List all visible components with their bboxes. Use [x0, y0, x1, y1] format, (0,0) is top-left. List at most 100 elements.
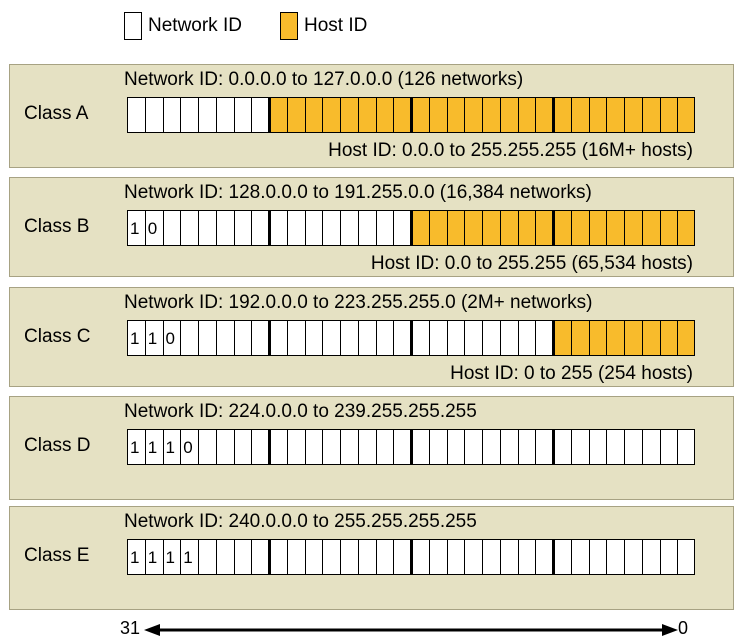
network-bit [340, 539, 358, 575]
host-bit [641, 320, 660, 356]
prefix-bit-digit: 1 [147, 329, 158, 348]
network-bit: 1 [127, 539, 145, 575]
network-bit [304, 539, 323, 575]
host-bit [446, 210, 465, 246]
network-bit [233, 97, 252, 133]
network-bit [517, 539, 536, 575]
legend-host-label: Host ID [304, 15, 368, 36]
network-bit [535, 429, 553, 465]
network-bit [641, 539, 660, 575]
host-bit [411, 210, 429, 246]
host-bit [553, 320, 571, 356]
network-bit [446, 539, 465, 575]
network-id-swatch [124, 12, 142, 40]
prefix-bit-digit: 0 [183, 438, 193, 457]
host-bit [428, 97, 447, 133]
axis-arrowhead-right [662, 624, 678, 636]
host-bit [606, 320, 624, 356]
host-bit [411, 97, 429, 133]
octet-separator [551, 539, 555, 575]
network-bit [606, 429, 624, 465]
network-bit [393, 210, 411, 246]
network-range-label: Network ID: 0.0.0.0 to 127.0.0.0 (126 ne… [124, 69, 524, 90]
network-bit: 1 [127, 429, 145, 465]
host-bit [375, 97, 394, 133]
host-bit [322, 97, 340, 133]
host-bit [570, 320, 589, 356]
network-bit [482, 429, 500, 465]
network-bit [162, 210, 181, 246]
class-label: Class A [24, 103, 89, 124]
network-bit: 1 [144, 320, 163, 356]
network-bit: 0 [144, 210, 163, 246]
network-bit [340, 210, 358, 246]
prefix-bit-digit: 1 [130, 438, 140, 457]
host-bit [535, 97, 553, 133]
octet-separator [409, 320, 413, 356]
network-bit [553, 429, 571, 465]
network-bit [393, 539, 411, 575]
network-bit [411, 429, 429, 465]
network-bit [304, 429, 323, 465]
network-bit [198, 210, 216, 246]
host-bit [517, 97, 536, 133]
axis-arrowhead-left [144, 624, 160, 636]
host-bit [499, 97, 518, 133]
octet-separator [267, 97, 271, 133]
octet-separator [267, 429, 271, 465]
network-bit: 1 [162, 429, 181, 465]
host-bit [659, 97, 678, 133]
host-bit [659, 320, 678, 356]
network-range-label: Network ID: 240.0.0.0 to 255.255.255.255 [124, 511, 477, 532]
network-bit [375, 429, 394, 465]
host-bit [499, 210, 518, 246]
network-bit [570, 539, 589, 575]
network-bit [286, 539, 305, 575]
network-bit [393, 429, 411, 465]
network-bit [357, 320, 376, 356]
network-bit [215, 320, 234, 356]
host-bit [286, 97, 305, 133]
prefix-bit-digit: 1 [130, 548, 140, 567]
axis-left-label: 31 [120, 618, 141, 638]
network-bit [322, 210, 340, 246]
host-bit [517, 210, 536, 246]
network-bit [411, 539, 429, 575]
network-bit [180, 210, 198, 246]
network-bit [499, 539, 518, 575]
network-bit [357, 429, 376, 465]
network-bit: 1 [180, 539, 198, 575]
network-bit [304, 210, 323, 246]
network-bit [446, 429, 465, 465]
network-range-label: Network ID: 192.0.0.0 to 223.255.255.0 (… [124, 292, 593, 313]
network-bit [393, 320, 411, 356]
axis-right-label: 0 [678, 618, 689, 638]
host-range-label: Host ID: 0.0.0 to 255.255.255 (16M+ host… [328, 140, 693, 161]
octet-separator [409, 97, 413, 133]
prefix-bit-digit: 1 [165, 438, 175, 457]
host-range-label: Host ID: 0 to 255 (254 hosts) [450, 363, 693, 384]
network-bit [535, 320, 553, 356]
network-bit [269, 539, 287, 575]
network-bit [127, 97, 145, 133]
network-bit [198, 539, 216, 575]
network-bit [517, 429, 536, 465]
network-bit [251, 97, 269, 133]
network-bit [322, 539, 340, 575]
network-bit [588, 429, 607, 465]
network-bit [553, 539, 571, 575]
octet-separator [409, 429, 413, 465]
network-bit [464, 429, 482, 465]
host-bit [588, 210, 607, 246]
network-bit [535, 539, 553, 575]
host-bit [570, 210, 589, 246]
network-bit [588, 539, 607, 575]
network-bit [286, 429, 305, 465]
network-bit: 1 [127, 210, 145, 246]
host-bit [570, 97, 589, 133]
host-bit [588, 97, 607, 133]
legend-network-label: Network ID [148, 15, 242, 36]
